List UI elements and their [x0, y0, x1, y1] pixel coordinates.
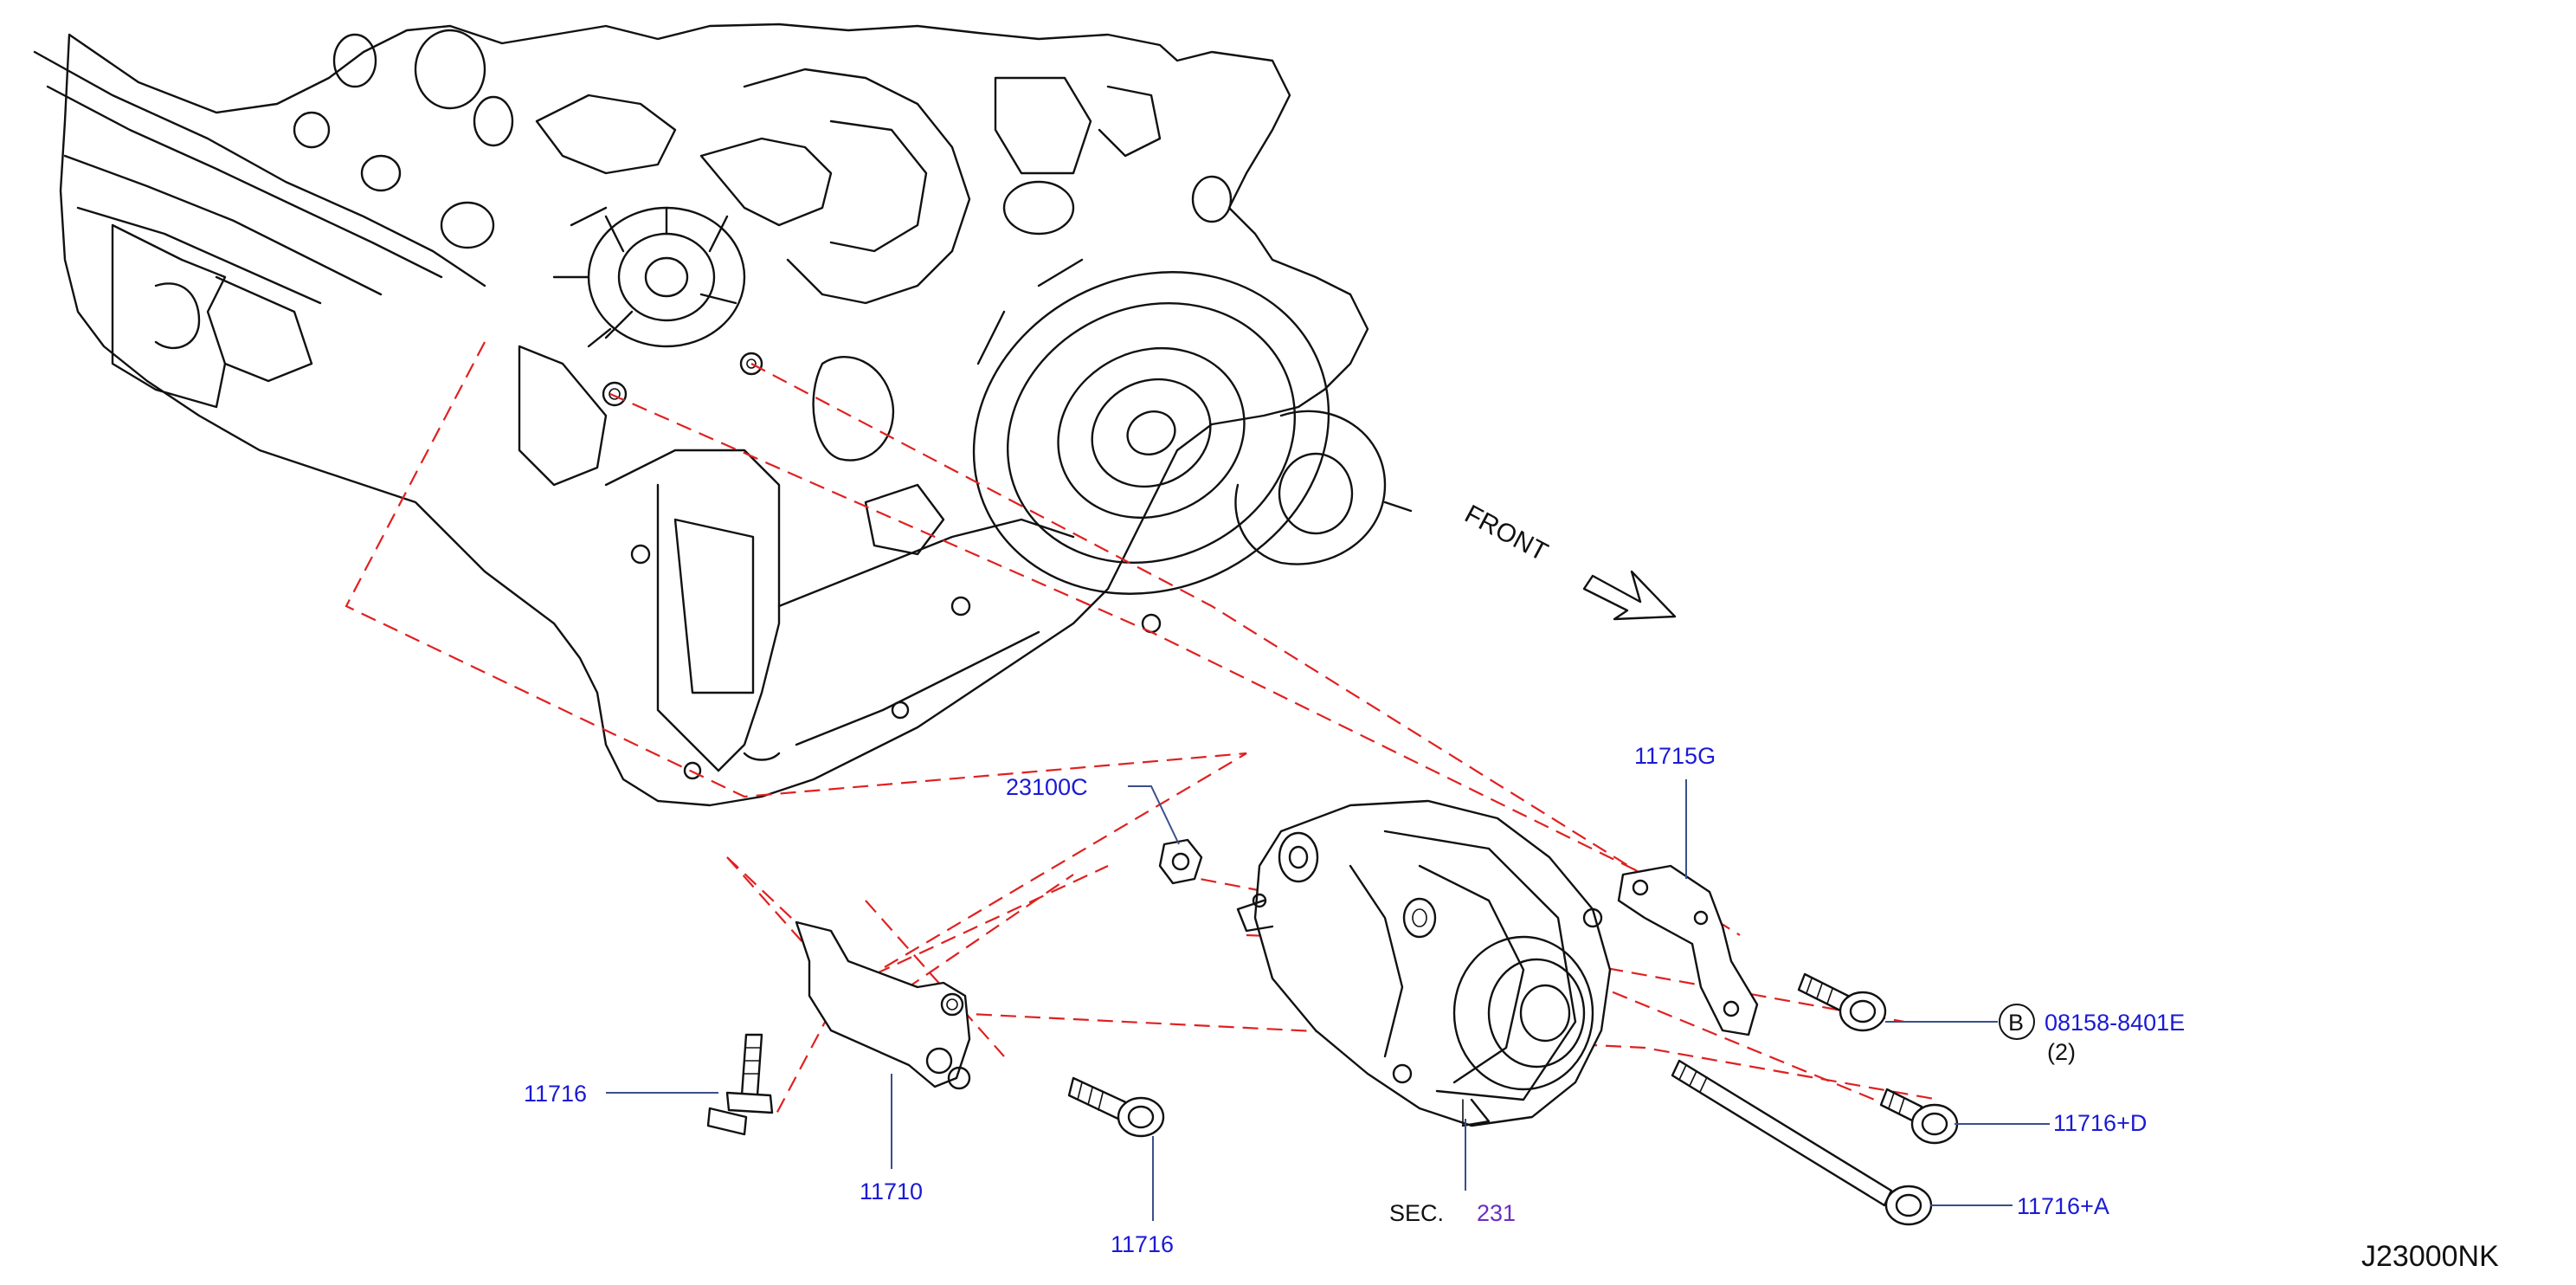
section-number-link[interactable]: 231 — [1477, 1200, 1516, 1226]
alignment-dashed-lines — [345, 341, 1940, 1118]
section-prefix: SEC. — [1389, 1200, 1444, 1226]
leader-lines — [606, 779, 2050, 1221]
bolt-11716a-illustration — [1671, 1059, 1933, 1226]
nut-23100c-illustration — [1158, 838, 1203, 885]
water-pump-illustration — [552, 137, 833, 348]
bolt-08158-illustration — [1797, 972, 1887, 1032]
part-label-11716d[interactable]: 11716+D — [2053, 1110, 2147, 1136]
front-arrow-icon — [1582, 570, 1677, 621]
front-label: FRONT — [1460, 500, 1553, 567]
alternator-illustration — [1236, 799, 1612, 1127]
part-label-11716-bottom[interactable]: 11716 — [1111, 1231, 1174, 1257]
part-label-08158-8401e[interactable]: 08158-8401E — [2045, 1010, 2185, 1036]
bracket-11710-illustration — [795, 920, 971, 1090]
part-label-23100c[interactable]: 23100C — [1006, 774, 1088, 800]
part-callouts: 23100C 11715G B 08158-8401E (2) 11716+D … — [524, 743, 2185, 1257]
bracket-11715g-illustration — [1617, 864, 1759, 1036]
front-direction-indicator: FRONT — [1460, 500, 1677, 621]
part-callout-08158: B 08158-8401E (2) — [1999, 1004, 2185, 1065]
part-quantity: (2) — [2047, 1039, 2076, 1065]
bolt-11716-bottom-illustration — [1067, 1076, 1165, 1138]
part-label-11710[interactable]: 11710 — [860, 1178, 923, 1204]
engine-block-illustration — [33, 23, 1413, 807]
diagram-code: J23000NK — [2361, 1240, 2499, 1273]
crank-pulley-illustration — [972, 258, 1330, 595]
section-reference: SEC. 231 — [1389, 1200, 1516, 1226]
part-label-11715g[interactable]: 11715G — [1634, 743, 1716, 769]
reference-letter: B — [2008, 1010, 2024, 1036]
part-label-11716-left[interactable]: 11716 — [524, 1081, 587, 1107]
part-label-11716a[interactable]: 11716+A — [2017, 1193, 2109, 1219]
circle-b-icon — [1999, 1004, 2035, 1040]
bolt-11716d-illustration — [1879, 1088, 1959, 1145]
bolt-11716-left-illustration — [706, 1033, 774, 1136]
